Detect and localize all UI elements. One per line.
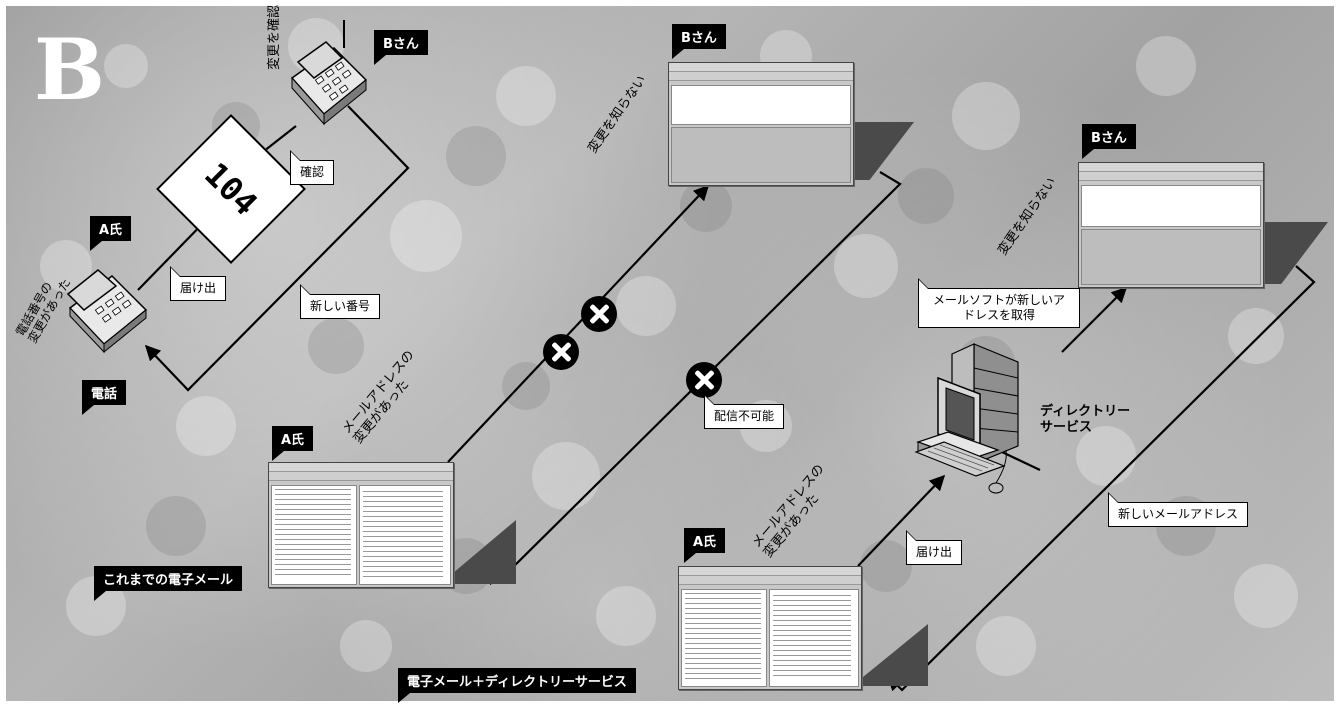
b-phone-icon [290,20,368,126]
a-mail-message-lines [363,491,443,577]
b-mail-list [671,85,851,125]
email-directory-caption: 電子メール＋ディレクトリーサービス [398,668,636,703]
directory-service-label: ディレクトリー サービス [1040,404,1131,435]
dir-b-mail-toolbar [1079,172,1263,181]
b-san-tag: Bさん [374,30,428,65]
phone-tag: 電話 [82,380,127,415]
dir-a-mail-window [678,566,862,690]
new-email-address-callout: 新しいメールアドレス [1108,492,1249,527]
blocked-x-icon [581,296,617,332]
register-callout: 届け出 [170,266,227,301]
undeliverable-x-icon [686,362,722,398]
dir-b-mail-titlebar [1079,163,1263,172]
blocked-x-icon-2 [543,334,579,370]
dir-a-mail-message-lines [773,595,851,679]
dir-a-mail-titlebar [679,567,861,576]
dir-register-callout: 届け出 [906,530,963,565]
a-mail-folder-lines [275,489,351,579]
b-mail-titlebar [669,63,853,72]
new-number-callout: 新しい番号 [300,284,381,319]
dir-b-mail-list [1081,185,1261,227]
confirm-callout: 確認 [290,150,335,185]
dir-b-mail-body [1081,229,1261,285]
a-shi-tag: A氏 [90,216,132,251]
email-b-san-tag: Bさん [672,24,726,59]
dir-b-mail-window [1078,162,1264,288]
legacy-email-caption: これまでの電子メール [94,566,243,601]
dir-a-shi-tag: A氏 [684,528,726,563]
a-mail-toolbar [269,472,453,481]
dir-a-mail-toolbar [679,576,861,585]
email-a-shi-tag: A氏 [272,426,314,461]
dir-a-mail-folder-lines [685,593,761,681]
figure-label: B [34,20,105,119]
undeliverable-callout: 配信不可能 [704,394,785,429]
dir-b-san-tag: Bさん [1082,124,1136,159]
a-phone-icon [66,269,148,354]
a-mail-window [268,462,454,588]
software-gets-address-callout: メールソフトが新しいアドレスを取得 [918,278,1080,328]
directory-server-icon [914,343,1019,494]
confirm-change-label: 変更を確認 [267,4,282,70]
b-mail-body [671,127,851,183]
b-mail-toolbar [669,72,853,81]
a-mail-titlebar [269,463,453,472]
b-mail-window [668,62,854,186]
